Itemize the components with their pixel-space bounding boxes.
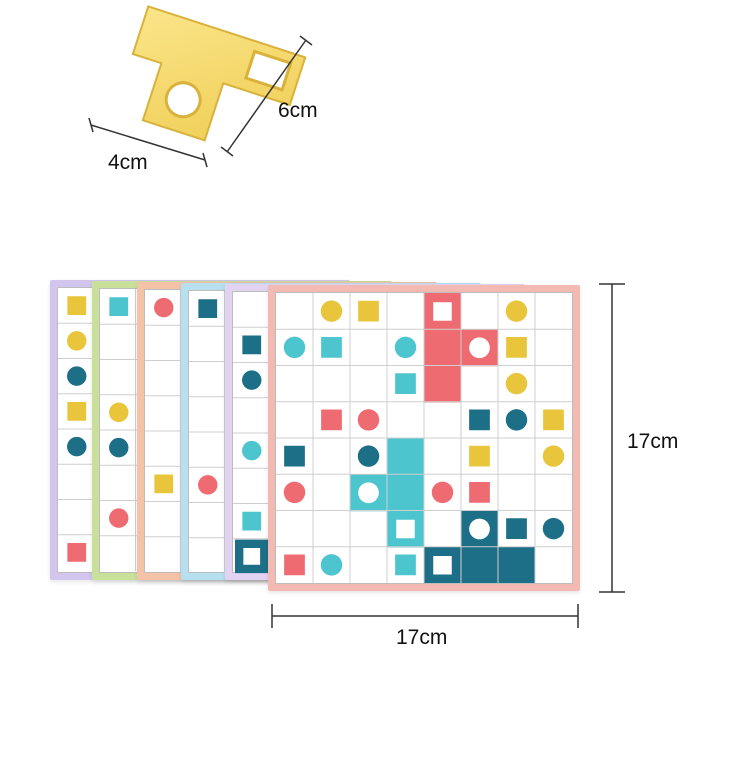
circle-teal-marker xyxy=(67,366,87,386)
circle-red-marker xyxy=(198,475,218,495)
hole-circle-red-tile xyxy=(461,329,498,367)
hole-circle-cyan-tile xyxy=(350,474,387,512)
square-cyan-marker xyxy=(109,297,129,317)
fill-red-tile xyxy=(424,365,461,403)
square-teal-marker xyxy=(284,445,305,467)
circle-red-marker xyxy=(109,508,129,528)
circle-yellow-marker xyxy=(505,372,528,395)
circle-yellow-marker xyxy=(109,402,129,423)
circle-yellow-marker xyxy=(67,331,87,351)
square-cyan-marker xyxy=(395,554,416,576)
board-grid xyxy=(276,293,572,583)
front-board xyxy=(268,285,580,591)
fill-cyan-tile xyxy=(387,474,424,512)
square-teal-marker xyxy=(198,299,218,319)
square-yellow-marker xyxy=(67,296,87,316)
hole-square-teal-marker xyxy=(235,539,269,574)
piece-length-label: 6cm xyxy=(278,99,318,122)
circle-red-marker xyxy=(431,481,454,504)
square-red-marker xyxy=(469,482,490,503)
circle-yellow-marker xyxy=(542,445,565,467)
circle-red-marker xyxy=(154,297,174,318)
hole-square-red-tile xyxy=(424,293,461,330)
circle-teal-marker xyxy=(67,436,87,457)
square-cyan-marker xyxy=(242,511,262,531)
square-cyan-marker xyxy=(395,373,416,394)
square-teal-marker xyxy=(242,335,262,355)
circle-cyan-marker xyxy=(394,336,417,359)
circle-teal-marker xyxy=(242,370,262,390)
hole-circle-teal-tile xyxy=(461,510,498,548)
square-red-marker xyxy=(284,554,305,576)
hole-square-cyan-tile xyxy=(387,510,424,548)
circle-teal-marker xyxy=(357,445,380,467)
circle-cyan-marker xyxy=(283,336,306,359)
board-grid-area xyxy=(275,292,573,584)
circle-cyan-marker xyxy=(242,440,262,461)
circle-teal-marker xyxy=(505,409,528,431)
circle-yellow-marker xyxy=(320,300,343,322)
circle-cyan-marker xyxy=(320,554,343,576)
square-yellow-marker xyxy=(154,474,174,494)
circle-red-marker xyxy=(357,409,380,431)
square-yellow-marker xyxy=(358,300,379,322)
fill-teal-tile xyxy=(461,546,498,583)
fill-cyan-tile xyxy=(387,438,424,475)
circle-teal-marker xyxy=(109,437,129,458)
board-height-label: 17cm xyxy=(627,430,679,453)
square-yellow-marker xyxy=(469,445,490,467)
board-width-label: 17cm xyxy=(396,626,448,649)
square-yellow-marker xyxy=(543,409,564,431)
circle-teal-marker xyxy=(542,517,565,540)
square-teal-marker xyxy=(506,518,527,539)
square-red-marker xyxy=(321,409,342,431)
square-red-marker xyxy=(67,542,87,562)
fill-teal-tile xyxy=(498,546,535,583)
square-yellow-marker xyxy=(67,401,87,421)
circle-yellow-marker xyxy=(505,300,528,322)
square-cyan-marker xyxy=(321,337,342,358)
square-yellow-marker xyxy=(506,337,527,358)
piece-width-label: 4cm xyxy=(108,151,148,174)
square-teal-marker xyxy=(469,409,490,431)
hole-square-teal-tile xyxy=(424,546,461,583)
yellow-piece-illustration xyxy=(131,5,307,142)
circle-red-marker xyxy=(283,481,306,504)
fill-red-tile xyxy=(424,329,461,367)
